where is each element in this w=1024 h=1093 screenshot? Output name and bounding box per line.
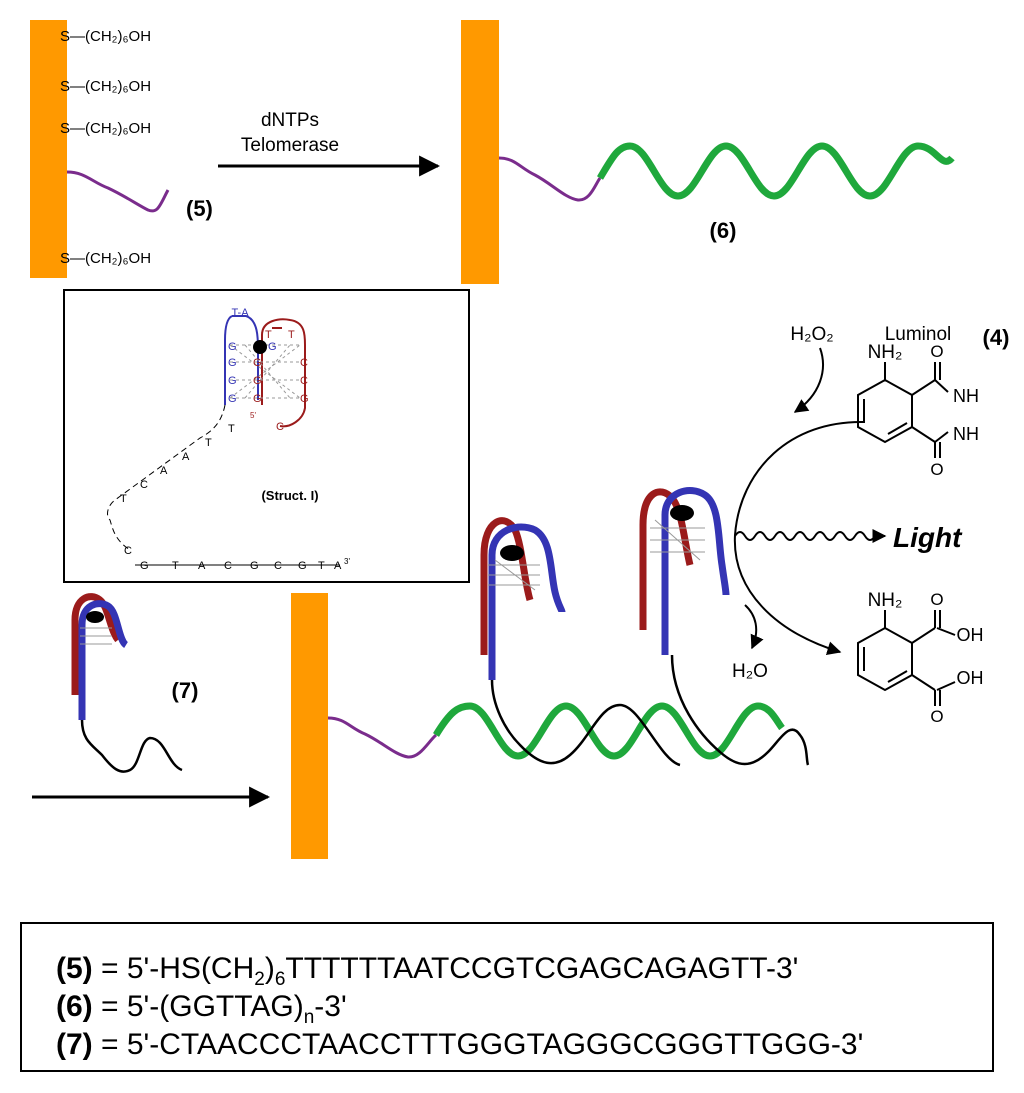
primer-on-electrode-3 <box>327 716 438 759</box>
svg-text:O: O <box>930 590 943 609</box>
sequence-6: (6) = 5'-(GGTTAG)n-3' <box>56 990 347 1028</box>
sequence-5-label: (5) <box>56 952 93 985</box>
svg-text:G: G <box>228 393 237 405</box>
probe-strand-b <box>670 654 810 766</box>
sequence-7: (7) = 5'-CTAACCCTAACCTTTGGGTAGGGCGGGTTGG… <box>56 1028 864 1061</box>
arrow-label-dntps: dNTPs <box>261 110 319 131</box>
svg-text:O: O <box>930 460 943 479</box>
svg-text:G: G <box>253 357 262 369</box>
electrode-3 <box>291 593 328 859</box>
sequence-6-label: (6) <box>56 990 93 1023</box>
svg-text:NH: NH <box>953 424 979 444</box>
svg-text:G: G <box>250 560 259 572</box>
h2o2-label: H₂O₂ <box>790 324 833 345</box>
svg-text:NH: NH <box>953 386 979 406</box>
label-5: (5) <box>186 196 213 221</box>
label-6: (6) <box>710 218 737 243</box>
svg-text:G: G <box>228 357 237 369</box>
svg-text:A: A <box>334 560 342 572</box>
h2o-label: H₂O <box>732 661 768 682</box>
primer-5 <box>66 170 170 213</box>
h2o-arrow <box>744 604 764 650</box>
svg-text:A: A <box>182 451 190 463</box>
luminol-structure <box>857 362 949 458</box>
svg-text:G: G <box>298 560 307 572</box>
svg-text:T: T <box>120 493 127 505</box>
primer-on-electrode-2 <box>498 156 602 202</box>
svg-text:G: G <box>253 375 262 387</box>
svg-text:3': 3' <box>344 557 350 566</box>
svg-text:C: C <box>224 560 232 572</box>
svg-text:T: T <box>265 329 272 341</box>
svg-text:OH: OH <box>957 668 984 688</box>
surface-group-1: S—(CH₂)₆OH <box>60 28 151 45</box>
svg-text:O: O <box>930 707 943 726</box>
svg-text:C: C <box>140 479 148 491</box>
svg-text:S—(CH₂)₆OH: S—(CH₂)₆OH <box>60 28 151 45</box>
probe-strand-a <box>490 679 681 767</box>
svg-text:G: G <box>228 375 237 387</box>
svg-text:T: T <box>172 560 179 572</box>
surface-group-2: S—(CH₂)₆OH <box>60 78 151 95</box>
label-4: (4) <box>983 325 1010 350</box>
svg-text:T: T <box>205 437 212 449</box>
hemin-dot <box>253 340 267 354</box>
electrode-1 <box>30 20 67 278</box>
svg-text:5': 5' <box>250 411 256 420</box>
svg-text:C: C <box>276 421 284 433</box>
svg-text:G: G <box>228 341 237 353</box>
surface-group-4: S—(CH₂)₆OH <box>60 250 151 267</box>
telomere-6 <box>596 142 955 200</box>
svg-text:C: C <box>300 357 308 369</box>
electrode-2 <box>461 20 499 284</box>
svg-text:G: G <box>300 393 309 405</box>
luminol-label: Luminol <box>885 324 952 345</box>
telomere-on-electrode-3 <box>433 702 785 760</box>
svg-text:NH₂: NH₂ <box>868 590 903 611</box>
g-quadruplex-probe-2 <box>639 487 730 655</box>
svg-text:G: G <box>268 341 277 353</box>
telomerase-diagram: S—(CH₂)₆OH S—(CH₂)₆OH S—(CH₂)₆OH S—(CH₂)… <box>30 20 1010 859</box>
svg-text:A: A <box>198 560 206 572</box>
svg-text:C: C <box>274 560 282 572</box>
arrow-label-telomerase: Telomerase <box>241 135 339 156</box>
label-7: (7) <box>172 678 199 703</box>
probe-7-free <box>71 593 183 773</box>
light-emission-arrow <box>734 529 887 543</box>
svg-text:O: O <box>930 342 943 361</box>
svg-text:C: C <box>300 375 308 387</box>
svg-text:A: A <box>160 465 168 477</box>
svg-text:S—(CH₂)₆OH: S—(CH₂)₆OH <box>60 120 151 137</box>
g-quadruplex-probe-1 <box>480 517 566 680</box>
light-label: Light <box>893 522 963 553</box>
surface-group-3: S—(CH₂)₆OH <box>60 120 151 137</box>
svg-text:T: T <box>318 560 325 572</box>
struct-i-label: (Struct. I) <box>261 488 318 503</box>
svg-text:T: T <box>288 329 295 341</box>
aminophthalate-structure <box>857 610 956 706</box>
svg-text:NH₂: NH₂ <box>868 342 903 363</box>
inset-frame <box>63 289 470 583</box>
svg-text:S—(CH₂)₆OH: S—(CH₂)₆OH <box>60 250 151 267</box>
svg-text:T-A: T-A <box>231 307 249 319</box>
g-quadruplex-structure: T-A G G G G T G G G G T C C G C 5' T T A… <box>107 307 350 572</box>
svg-text:G: G <box>140 560 149 572</box>
svg-text:T: T <box>228 423 235 435</box>
svg-text:S—(CH₂)₆OH: S—(CH₂)₆OH <box>60 78 151 95</box>
sequence-7-label: (7) <box>56 1028 93 1061</box>
svg-text:C: C <box>124 545 132 557</box>
sequence-5: (5) = 5'-HS(CH2)6TTTTTTAATCCGTCGAGCAGAGT… <box>56 952 799 990</box>
svg-text:OH: OH <box>957 625 984 645</box>
svg-text:G: G <box>253 393 262 405</box>
sequence-legend-box <box>20 922 994 1072</box>
h2o2-arrow <box>793 347 824 413</box>
